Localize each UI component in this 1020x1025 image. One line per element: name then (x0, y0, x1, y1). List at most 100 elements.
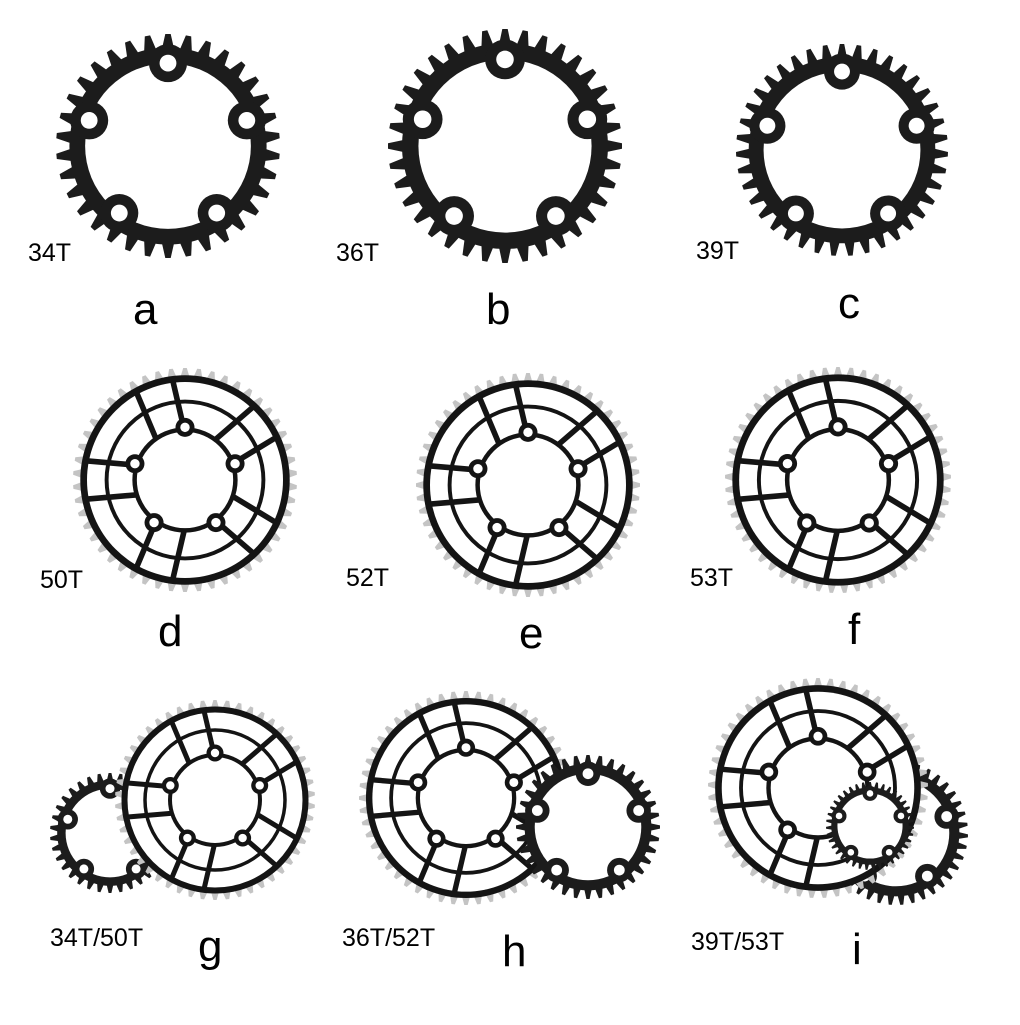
teeth-label-i: 39T/53T (691, 928, 785, 956)
chainring-g-small-bolt-hole (131, 864, 141, 874)
teeth-label-e: 52T (346, 564, 390, 592)
chainring-i-small-bolt-hole (921, 870, 933, 882)
chainring-h-small (516, 755, 660, 899)
chainring-g-small-bolt-hole (105, 784, 115, 794)
chainring-c-bolt-hole (759, 117, 776, 134)
teeth-label-d: 50T (40, 566, 84, 594)
chainring-g-small-bolt-hole (79, 864, 89, 874)
chainring-d-bolt-hole (180, 422, 190, 433)
chainring-b-bolt-hole (578, 110, 597, 129)
panel-letter-e: e (519, 609, 544, 658)
chainring-h-small-bolt-hole (551, 864, 563, 876)
chainring-f-bolt-hole (802, 518, 812, 528)
chainring-g-large-bolt-hole (210, 748, 220, 758)
chainring-h-small-bolt-hole (633, 805, 645, 816)
chainring-h-large-bolt-hole (431, 834, 441, 844)
teeth-label-f: 53T (690, 564, 734, 592)
chainring-i-small-overlap-bolt-hole (866, 790, 874, 797)
chainring-i-small-overlap-center-hole (837, 793, 903, 859)
chainring-e-bolt-hole (473, 464, 483, 474)
chainring-a-bolt-hole (80, 111, 98, 129)
chainring-b-bolt-hole (547, 207, 565, 225)
chainring-e-bolt-hole (523, 427, 533, 438)
chainring-g-small-bolt-hole (63, 814, 73, 824)
chainring-e-center-hole (479, 436, 577, 534)
chainring-f-bolt-hole (782, 458, 793, 469)
chainring-c-center-hole (763, 71, 921, 229)
chainring-d-center-hole (136, 431, 234, 529)
chainring-i-large-mid-ring (739, 709, 897, 867)
chainring-h-large (359, 691, 573, 905)
chainring-d-mid-ring (104, 399, 266, 561)
chainring-i-small-overlap-bolt-hole (835, 812, 843, 820)
chainring-e (416, 373, 640, 597)
chainring-d-bolt-hole (130, 459, 140, 469)
chainring-h-small-bolt-hole (582, 768, 594, 780)
chainring-i-large-bolt-hole (764, 767, 774, 777)
chainring-f-bolt-hole (833, 422, 843, 432)
chainring-h-small-bolt-hole (531, 805, 543, 816)
chainring-b-bolt-hole (413, 110, 432, 129)
chainring-f-mid-ring (756, 398, 920, 562)
chainring-i-small-overlap-bolt-hole (885, 849, 893, 856)
chainring-c-bolt-hole (880, 205, 897, 222)
chainring-i-small-overlap-bolt-hole (847, 849, 855, 856)
chainring-f-bolt-hole (883, 458, 894, 469)
chainring-i-large-bolt-hole (862, 767, 872, 777)
panel-letter-a: a (133, 285, 158, 334)
teeth-label-c: 39T (696, 237, 740, 265)
chainring-i-small-overlap-bolt-hole (897, 812, 905, 820)
chainring-g-large-mid-ring (143, 728, 287, 872)
chainring-e-mid-ring (447, 404, 609, 566)
panel-letter-h: h (502, 927, 527, 976)
chainring-h-large-bolt-hole (491, 834, 501, 844)
chainring-i-large (708, 678, 928, 898)
chainring-h-large-center-hole (419, 751, 513, 845)
chainring-b-bolt-hole (496, 50, 514, 69)
chainring-e-bolt-hole (554, 522, 564, 533)
chainring-g-large-bolt-hole (166, 781, 175, 790)
teeth-label-h: 36T/52T (342, 924, 436, 952)
chainring-d-bolt-hole (230, 459, 240, 469)
panel-letter-i: i (852, 925, 862, 974)
chainring-i-large-bolt-hole (782, 825, 793, 835)
chainring-d-bolt-hole (149, 517, 159, 528)
chainring-g-large-bolt-hole (183, 833, 192, 843)
panel-letter-g: g (198, 922, 223, 971)
chainring-h-small-bolt-hole (613, 864, 625, 876)
chainring-i-small-bolt-hole (941, 811, 953, 822)
chainring-d-spokes (86, 379, 277, 581)
chainring-c (736, 44, 948, 256)
chainring-i-large-bolt-hole (813, 731, 823, 741)
chainring-h-small-center-hole (534, 773, 642, 881)
chainring-d-bolt-hole (211, 517, 221, 528)
chainring-f (725, 367, 951, 593)
chainring-d (73, 368, 297, 592)
panel-letter-c: c (838, 279, 860, 328)
chainring-h-large-bolt-hole (509, 777, 519, 787)
chainring-h-large-bolt-hole (461, 743, 471, 753)
chainring-a-bolt-hole (208, 204, 226, 222)
chainring-g-large-bolt-hole (255, 781, 264, 790)
teeth-label-b: 36T (336, 239, 380, 267)
panel-letter-b: b (486, 285, 511, 334)
teeth-label-g: 34T/50T (50, 924, 144, 952)
chainring-a-bolt-hole (238, 111, 256, 129)
chainring-b-center-hole (418, 59, 592, 233)
chainring-e-bolt-hole (492, 522, 502, 533)
chainring-a-bolt-hole (110, 204, 128, 222)
chainring-c-bolt-hole (787, 205, 804, 222)
chainring-c-bolt-hole (908, 117, 925, 134)
chainring-b-bolt-hole (445, 207, 463, 225)
teeth-label-a: 34T (28, 239, 72, 267)
chainring-g-large (115, 700, 315, 900)
panel-letter-f: f (848, 605, 861, 654)
chainring-c-bolt-hole (834, 63, 850, 80)
chainring-a-center-hole (85, 63, 251, 229)
chainring-e-bolt-hole (573, 464, 583, 474)
chainring-g-large-center-hole (172, 757, 258, 843)
chainring-b (388, 29, 622, 263)
chainring-f-bolt-hole (864, 518, 874, 528)
